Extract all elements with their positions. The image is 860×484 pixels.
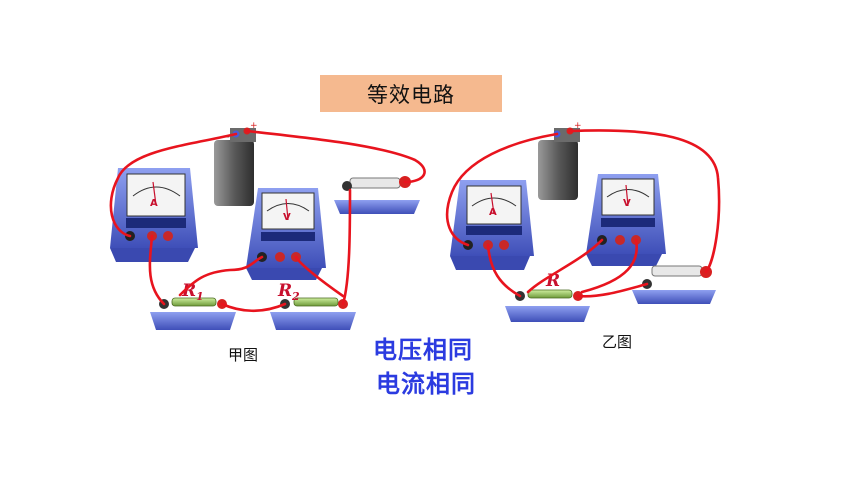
label-r1: R (181, 281, 196, 301)
switch-left (334, 176, 420, 214)
ammeter-right: A (450, 180, 534, 270)
resistor-r (505, 289, 590, 322)
ammeter-right-letter: A (489, 207, 497, 218)
caption-right: 乙图 (602, 333, 633, 351)
svg-text:+: + (574, 121, 582, 131)
wires-right (445, 129, 721, 298)
switch-right (632, 265, 716, 304)
resistor-r2 (270, 297, 356, 330)
ammeter-left-letter: A (150, 198, 158, 209)
caption-left: 甲图 (228, 346, 259, 364)
label-r2-sub: 2 (291, 290, 300, 303)
voltmeter-right: V (586, 174, 666, 266)
resistor-r1 (150, 297, 236, 330)
label-r2: R (277, 281, 292, 301)
title-text: 等效电路 (367, 82, 455, 107)
wires-left (109, 129, 426, 313)
note-voltage-same: 电压相同 (373, 336, 473, 364)
battery-right: + (538, 121, 582, 200)
voltmeter-right-letter: V (623, 198, 631, 209)
right-circuit: + A V (445, 121, 721, 322)
voltmeter-left-letter: V (283, 212, 291, 223)
svg-text:+: + (250, 121, 258, 131)
note-current-same: 电流相同 (376, 370, 476, 398)
title-box: 等效电路 (320, 75, 502, 112)
label-r1-sub: 1 (196, 290, 204, 303)
left-circuit: − + A V (109, 121, 426, 330)
voltmeter-left: V (246, 188, 326, 280)
ammeter-left: A (110, 168, 198, 262)
